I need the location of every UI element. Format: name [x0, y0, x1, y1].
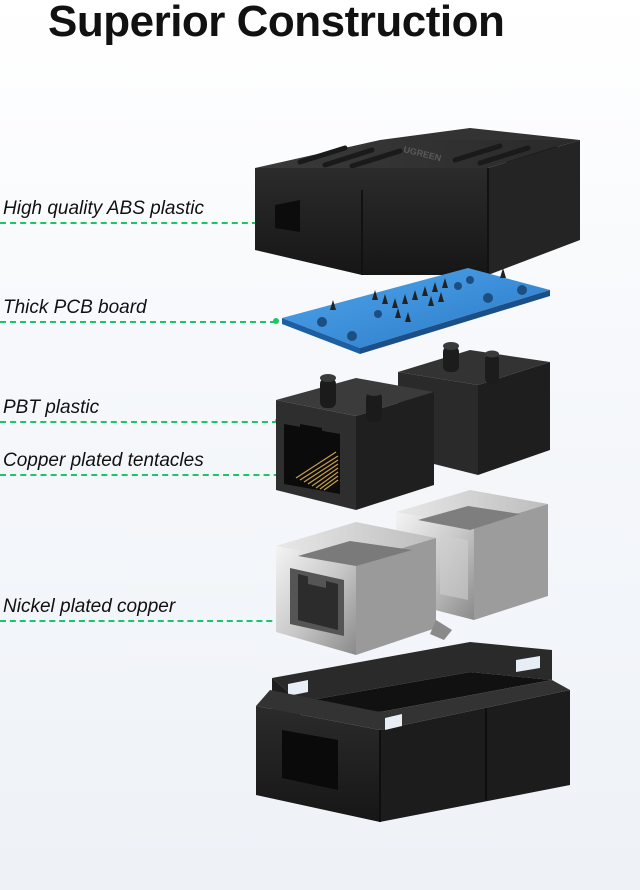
leader-pcb-board: [0, 321, 276, 323]
label-pcb-board: Thick PCB board: [3, 297, 147, 318]
nickel-shield-front: [276, 522, 452, 655]
abs-cover-right-face: [488, 140, 580, 275]
bottom-housing: [256, 642, 570, 822]
pbt-jack-rear: [398, 342, 550, 475]
label-abs-plastic: High quality ABS plastic: [3, 198, 205, 219]
pbt-jack-front: [276, 374, 434, 510]
leader-pbt-plastic: [0, 421, 278, 423]
leader-abs-plastic: [0, 222, 268, 224]
abs-cover-top-back: [380, 128, 580, 140]
pcb-pins: [330, 268, 506, 322]
abs-cover-front-face: [255, 168, 488, 275]
label-pbt-plastic: PBT plastic: [3, 397, 100, 418]
abs-top-cover: UGREEN: [255, 128, 580, 275]
pcb-board: [282, 268, 550, 354]
label-nickel-copper: Nickel plated copper: [3, 596, 176, 617]
page-title: Superior Construction: [48, 0, 505, 46]
abs-cover-slot: [275, 200, 300, 232]
pcb-holes: [317, 276, 527, 341]
label-copper-tentacles: Copper plated tentacles: [3, 450, 204, 471]
copper-tentacles: [295, 451, 339, 491]
leader-dot-pcb-board: [273, 318, 279, 324]
leader-copper-tentacles: [0, 474, 300, 476]
leader-nickel-copper: [0, 620, 292, 622]
pcb-surface: [282, 268, 550, 348]
